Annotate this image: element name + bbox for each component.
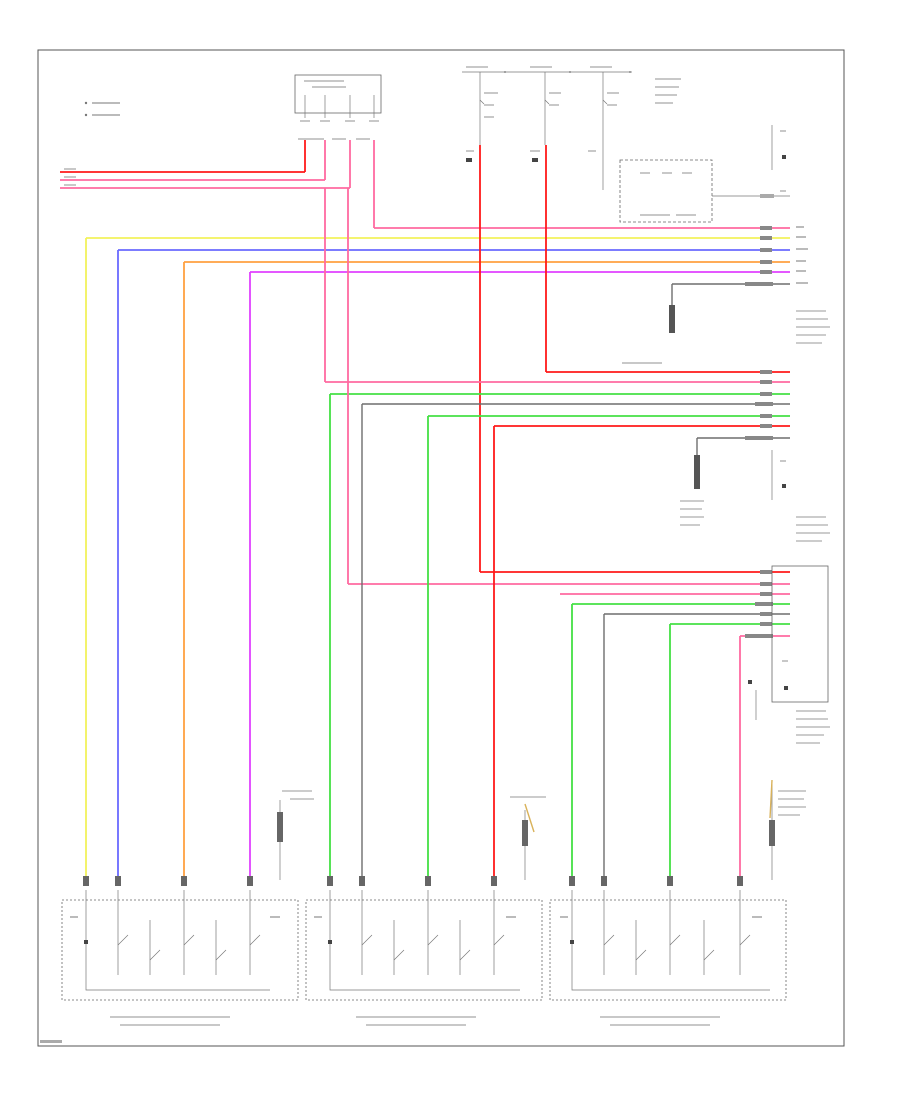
relay-box [619,125,790,223]
fuse-row [462,66,681,190]
upper-window-switch-wires [86,145,790,573]
footer-mark [40,1040,62,1043]
switch-module-left [61,890,299,1026]
connector-labels-1 [745,226,830,344]
wire-bundle-left [60,140,790,229]
junction-block-top [294,74,382,140]
switch-module-right [549,890,787,1026]
diagram-frame [37,49,845,1047]
vertical-drops [85,238,741,878]
lower-regulator-wires [347,188,830,816]
legend [84,101,120,117]
switch-module-middle [305,890,543,1026]
module-connectors [83,876,743,886]
ground-drops [277,779,775,880]
middle-regulator-wires [324,188,830,542]
